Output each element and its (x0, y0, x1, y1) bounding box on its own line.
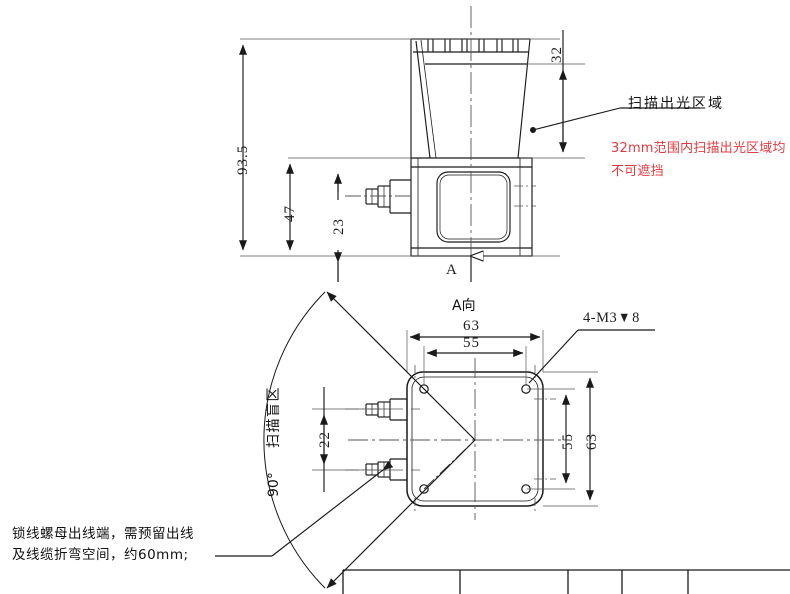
dimension-body-height: 47 (282, 205, 298, 222)
warning-line-2: 不可遮挡 (611, 163, 664, 179)
blind-zone-angle: 90° (266, 472, 282, 497)
thread-depth-value: 8 (632, 310, 640, 326)
dimension-overall-height: 93.5 (235, 144, 251, 175)
dimension-hole-pitch-depth: 55 (560, 433, 576, 450)
view-arrow-letter-a: A (446, 262, 457, 278)
annotation-scan-exit-area: 扫描出光区域 (628, 96, 724, 112)
warning-line-1: 32mm范围内扫描出光区域均 (611, 141, 786, 156)
dimension-connector-height: 23 (331, 218, 347, 235)
thread-callout-text: 4-M3 (583, 310, 618, 326)
depth-symbol-icon: ▼ (618, 310, 631, 326)
dimension-outer-width: 63 (463, 318, 480, 334)
dimension-outer-depth: 63 (584, 433, 600, 450)
annotation-no-obstruction-warning: 32mm范围内扫描出光区域均 不可遮挡 (611, 138, 786, 184)
bottom-view-label: A向 (452, 298, 476, 314)
dimension-connector-spacing: 22 (317, 431, 333, 448)
cable-note-line-2: 及线缆折弯空间，约60mm; (12, 546, 189, 563)
thread-callout-4-m3: 4-M3▼8 (583, 310, 640, 327)
dimension-scan-window-height: 32 (549, 46, 565, 63)
annotation-cable-gland-note: 锁线螺母出线端，需预留出线 及线缆折弯空间，约60mm; (12, 524, 194, 566)
dimension-hole-pitch-width: 55 (463, 335, 480, 351)
cable-note-line-1: 锁线螺母出线端，需预留出线 (12, 526, 194, 542)
blind-zone-label: 扫描盲区 (266, 386, 282, 448)
